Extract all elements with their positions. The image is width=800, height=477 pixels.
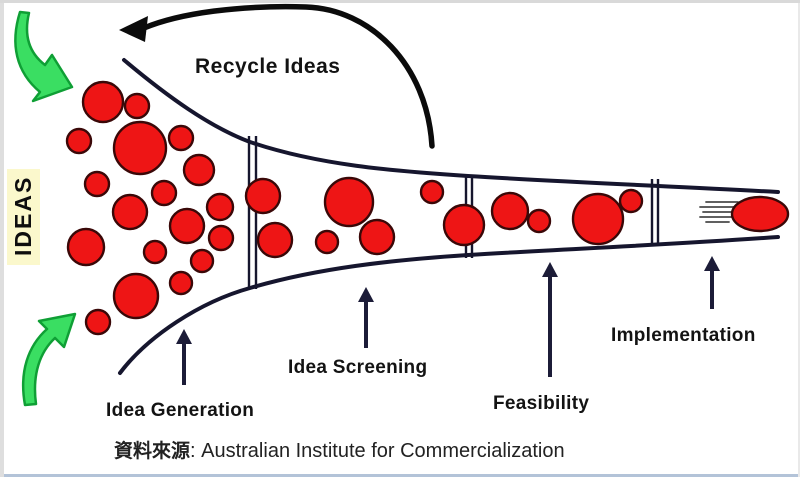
stage-label-implementation: Implementation	[611, 325, 756, 346]
idea-bubble	[244, 177, 282, 215]
idea-bubble	[150, 179, 178, 207]
ideas-axis-label: IDEAS	[7, 168, 40, 265]
idea-bubble	[419, 179, 445, 205]
stage-pointer-arrows	[176, 256, 720, 385]
source-prefix-cjk: 資料來源	[114, 441, 191, 462]
idea-bubble	[111, 193, 149, 231]
idea-bubbles	[65, 80, 644, 336]
stage-label-feasibility: Feasibility	[493, 393, 590, 414]
idea-bubble	[207, 224, 235, 252]
idea-bubble	[256, 221, 294, 259]
idea-bubble	[323, 176, 375, 228]
recycle-arrow-head	[119, 16, 148, 42]
recycle-arrow-arc	[141, 3, 435, 149]
idea-bubble	[618, 188, 644, 214]
idea-bubble	[84, 308, 112, 336]
recycle-ideas-label: Recycle Ideas	[195, 55, 341, 78]
idea-bubble	[142, 239, 168, 265]
idea-bubble	[81, 80, 125, 124]
source-attribution: 資料來源: Australian Institute for Commercia…	[114, 436, 565, 463]
stage-label-idea-generation: Idea Generation	[106, 400, 255, 421]
funnel-bottom-curve	[118, 235, 780, 375]
ideas-inflow-arrow-bottom	[21, 312, 77, 407]
ideas-inflow-arrow-top	[14, 10, 74, 103]
idea-bubble	[442, 203, 486, 247]
source-text: : Australian Institute for Commercializa…	[190, 440, 565, 462]
idea-bubble	[66, 227, 106, 267]
idea-bubble	[526, 208, 552, 234]
idea-bubble	[571, 192, 625, 246]
stage-arrow-head	[176, 329, 192, 344]
idea-bubble	[168, 270, 194, 296]
idea-bubble	[167, 124, 195, 152]
idea-bubble	[65, 127, 93, 155]
idea-bubble	[123, 92, 151, 120]
idea-bubble	[182, 153, 216, 187]
idea-bubble	[83, 170, 111, 198]
idea-bubble	[358, 218, 396, 256]
idea-bubble	[490, 191, 530, 231]
idea-bubble	[314, 229, 340, 255]
idea-bubble	[112, 272, 160, 320]
implemented-idea-bubble	[730, 195, 790, 233]
idea-bubble	[168, 207, 206, 245]
idea-bubble	[205, 192, 235, 222]
stage-label-idea-screening: Idea Screening	[288, 357, 428, 378]
idea-bubble	[189, 248, 215, 274]
idea-bubble	[112, 120, 168, 176]
stage-arrow-head	[542, 262, 558, 277]
stage-arrow-head	[358, 287, 374, 302]
funnel-top-curve	[122, 58, 780, 194]
stage-arrow-head	[704, 256, 720, 271]
